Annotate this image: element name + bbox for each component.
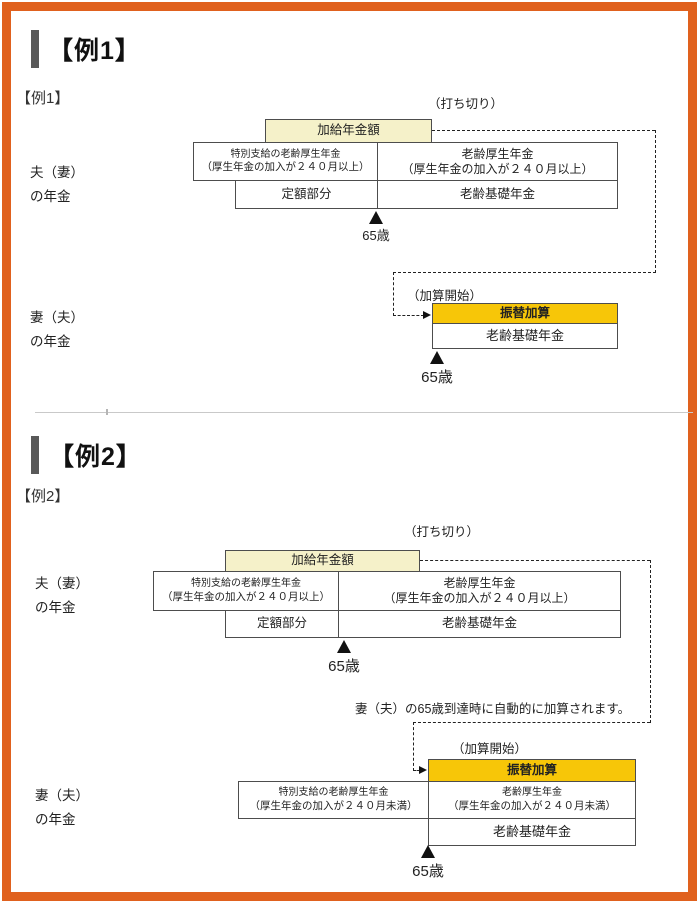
example2-kousei-line1: 老齢厚生年金: [443, 576, 516, 590]
example2-dashed-top: [420, 560, 650, 561]
example2-kakyuu-box: 加給年金額: [225, 550, 420, 572]
example2-kousei-box: 老齢厚生年金 （厚生年金の加入が２４０月以上）: [338, 571, 621, 611]
example2-wife-line2: の年金: [35, 812, 76, 827]
example1-kiso-box: 老齢基礎年金: [377, 180, 618, 209]
example2-dashed-right: [650, 560, 651, 723]
example1-furikae-label: 振替加算: [499, 305, 550, 320]
example1-age-marker-husband-icon: [369, 211, 383, 224]
example1-kasan-start-label: （加算開始）: [407, 289, 483, 303]
example1-dashed-middle: [393, 272, 656, 273]
example1-kiso-label: 老齢基礎年金: [459, 186, 535, 201]
example2-wife-tokubetsu-line1: 特別支給の老齢厚生年金: [278, 787, 389, 799]
example2-dashed-arrow-line: [413, 770, 423, 771]
example1-furikae-box: 振替加算: [432, 303, 618, 324]
example2-kiso-box: 老齢基礎年金: [338, 610, 621, 638]
example2-dashed-down: [413, 722, 414, 771]
example2-wife-kiso-label: 老齢基礎年金: [492, 823, 571, 839]
example2-tokubetsu-box: 特別支給の老齢厚生年金 （厚生年金の加入が２４０月以上）: [153, 571, 339, 611]
example1-sublabel: 【例1】: [16, 90, 70, 107]
example1-header: 【例1】: [48, 37, 141, 65]
example1-header-bar: [31, 30, 39, 68]
example1-wife-line1: 妻（夫）: [30, 310, 84, 325]
example2-cutoff-label: （打ち切り）: [404, 525, 480, 539]
example2-age-marker-wife-icon: [421, 845, 435, 858]
example2-wife-kousei-box: 老齢厚生年金 （厚生年金の加入が２４０月未満）: [428, 781, 636, 819]
example2-tokubetsu-line2: （厚生年金の加入が２４０月以上）: [162, 590, 330, 603]
example2-kakyuu-label: 加給年金額: [291, 553, 354, 568]
example2-furikae-box: 振替加算: [428, 759, 636, 782]
example2-husband-line2: の年金: [35, 600, 76, 615]
example1-arrowhead-icon: [423, 311, 431, 319]
example1-tokubetsu-line1: 特別支給の老齢厚生年金: [230, 148, 341, 160]
example2-wife-kiso-box: 老齢基礎年金: [428, 818, 636, 846]
example2-husband-label: 夫（妻） の年金: [35, 572, 89, 620]
example1-husband-label: 夫（妻） の年金: [30, 161, 84, 209]
example1-dashed-top: [432, 130, 655, 131]
example2-kiso-label: 老齢基礎年金: [441, 616, 517, 631]
example1-wife-line2: の年金: [30, 334, 71, 349]
example2-teigaku-label: 定額部分: [256, 616, 307, 631]
example2-arrowhead-icon: [419, 766, 427, 774]
section-divider: [35, 412, 693, 413]
example1-husband-line2: の年金: [30, 189, 71, 204]
example1-dashed-down: [393, 272, 394, 316]
example1-kousei-line2: （厚生年金の加入が２４０月以上）: [401, 161, 594, 176]
example2-wife-kousei-line2: （厚生年金の加入が２４０月未満）: [448, 799, 616, 812]
example2-kasan-start-label: （加算開始）: [452, 742, 528, 756]
example1-kakyuu-label: 加給年金額: [317, 123, 380, 138]
example2-tokubetsu-line1: 特別支給の老齢厚生年金: [191, 578, 301, 590]
example2-wife-tokubetsu-box: 特別支給の老齢厚生年金 （厚生年金の加入が２４０月未満）: [238, 781, 429, 819]
example1-cutoff-label: （打ち切り）: [428, 97, 504, 111]
example1-age-marker-wife-icon: [430, 351, 444, 364]
example1-wife-kiso-box: 老齢基礎年金: [432, 323, 618, 349]
example2-teigaku-box: 定額部分: [225, 610, 339, 638]
example1-kousei-line1: 老齢厚生年金: [461, 146, 534, 161]
example2-header: 【例2】: [49, 443, 142, 471]
example2-husband-line1: 夫（妻）: [35, 576, 89, 591]
example1-tokubetsu-box: 特別支給の老齢厚生年金 （厚生年金の加入が２４０月以上）: [193, 142, 378, 181]
example1-age65-husband: 65歳: [362, 228, 390, 243]
example1-kousei-box: 老齢厚生年金 （厚生年金の加入が２４０月以上）: [377, 142, 618, 181]
example1-age65-wife: 65歳: [421, 369, 453, 386]
example2-age65-wife: 65歳: [412, 863, 444, 880]
example1-kakyuu-box: 加給年金額: [265, 119, 432, 143]
example2-wife-label: 妻（夫） の年金: [35, 784, 89, 832]
example2-auto-addition-note: 妻（夫）の65歳到達時に自動的に加算されます。: [355, 702, 631, 716]
example2-dashed-under-note: [413, 722, 650, 723]
example1-dashed-right: [655, 130, 656, 273]
example1-dashed-arrow-line: [393, 315, 424, 316]
example1-tokubetsu-line2: （厚生年金の加入が２４０月以上）: [201, 161, 370, 174]
example2-sublabel: 【例2】: [16, 488, 70, 505]
example2-age-marker-husband-icon: [337, 640, 351, 653]
example2-wife-kousei-line1: 老齢厚生年金: [502, 787, 562, 799]
example2-wife-tokubetsu-line2: （厚生年金の加入が２４０月未満）: [249, 799, 418, 812]
example2-furikae-label: 振替加算: [506, 762, 557, 777]
example2-header-bar: [31, 436, 39, 474]
example1-husband-line1: 夫（妻）: [30, 165, 84, 180]
example2-age65-husband: 65歳: [328, 658, 360, 675]
example1-wife-kiso-label: 老齢基礎年金: [485, 327, 564, 343]
divider-tick-mark: [106, 409, 108, 415]
example2-kousei-line2: （厚生年金の加入が２４０月以上）: [383, 591, 576, 605]
example1-wife-label: 妻（夫） の年金: [30, 306, 84, 354]
example1-teigaku-box: 定額部分: [235, 180, 378, 209]
example1-teigaku-label: 定額部分: [281, 186, 332, 201]
example2-wife-line1: 妻（夫）: [35, 788, 89, 803]
